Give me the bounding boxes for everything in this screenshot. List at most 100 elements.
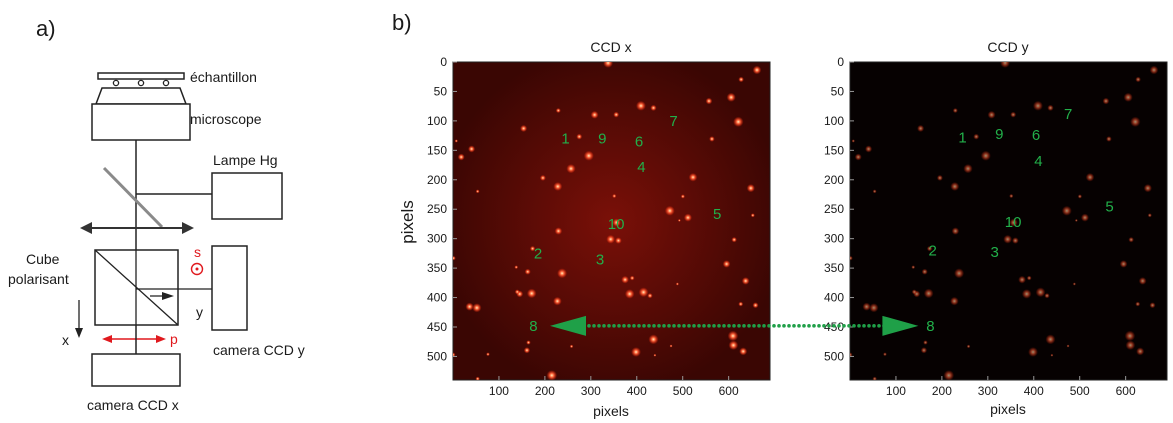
arrow-dot — [657, 324, 661, 328]
arrow-dot — [737, 324, 741, 328]
fluorescent-spot — [869, 303, 879, 313]
fluorescent-spot — [1061, 205, 1072, 216]
fluorescent-spot — [520, 124, 528, 132]
arrow-dot — [817, 324, 821, 328]
fluorescent-spot — [1028, 347, 1038, 357]
arrow-dot — [777, 324, 781, 328]
particle-marker: 2 — [534, 245, 542, 262]
fluorescent-spot — [973, 133, 980, 140]
fluorescent-spot — [728, 340, 739, 351]
fluorescent-spot — [621, 275, 629, 284]
arrow-dot — [867, 324, 871, 328]
fluorescent-spot — [987, 110, 996, 119]
arrow-dot — [642, 324, 646, 328]
fluorescent-spot — [943, 370, 955, 380]
fluorescent-spot — [1050, 353, 1054, 357]
arrow-dot — [647, 324, 651, 328]
arrow-dot — [857, 324, 861, 328]
fluorescent-spot — [731, 236, 737, 243]
fluorescent-spot — [648, 334, 659, 345]
fluorescent-spot — [553, 296, 562, 306]
particle-marker: 2 — [929, 242, 937, 259]
particle-marker: 8 — [529, 318, 537, 335]
fluorescent-spot — [1074, 218, 1078, 222]
fluorescent-spot — [529, 245, 536, 252]
arrow-dot — [767, 324, 771, 328]
fluorescent-spot — [1018, 275, 1026, 284]
fluorescent-spot — [1149, 65, 1159, 75]
arrow-dot — [652, 324, 656, 328]
panel-a: a) échantillon microscope Lampe Hg — [8, 16, 305, 413]
lens-arrow — [80, 222, 194, 234]
particle-marker: 4 — [637, 159, 645, 176]
fluorescent-spot — [911, 265, 916, 270]
fluorescent-spot — [1128, 236, 1134, 243]
arrow-dot — [742, 324, 746, 328]
fluorescent-spot — [1047, 104, 1054, 112]
fluorescent-spot — [1085, 172, 1095, 182]
panel-b-label: b) — [392, 10, 412, 35]
arrow-dot — [667, 324, 671, 328]
y-tick-label: 0 — [440, 55, 447, 69]
fluorescent-spot — [576, 133, 583, 140]
arrow-dot — [842, 324, 846, 328]
fluorescent-spot — [921, 268, 928, 275]
fluorescent-spot — [926, 245, 933, 252]
y-axis-label: y — [196, 304, 203, 320]
fluorescent-spot — [1123, 92, 1133, 102]
arrow-dot — [692, 324, 696, 328]
x-tick-label: 500 — [1070, 384, 1090, 398]
arrow-dot — [617, 324, 621, 328]
fluorescent-spot — [750, 213, 755, 218]
right-image-title: CCD y — [987, 39, 1028, 55]
x-tick-label: 100 — [886, 384, 906, 398]
fluorescent-spot — [705, 97, 713, 105]
fluorescent-spot — [615, 237, 622, 244]
polarizing-cube — [94, 249, 212, 326]
sample-stage — [97, 72, 185, 87]
arrow-head-right — [882, 315, 919, 336]
particle-marker: 7 — [669, 113, 677, 130]
dichroic-mirror — [102, 166, 164, 229]
fluorescent-spot — [631, 347, 641, 357]
y-tick-label: 400 — [427, 291, 447, 305]
fluorescent-spot — [590, 110, 599, 119]
arrow-dot — [787, 324, 791, 328]
arrow-dot — [682, 324, 686, 328]
fluorescent-spot — [546, 370, 558, 380]
y-tick-label: 250 — [824, 202, 844, 216]
microscope-shape — [91, 87, 191, 141]
fluorescent-spot — [733, 116, 744, 127]
arrow-dot — [712, 324, 716, 328]
camera-y-label: camera CCD y — [213, 342, 305, 358]
arrow-dot — [847, 324, 851, 328]
fluorescent-spot — [454, 139, 458, 143]
fluorescent-spot — [862, 302, 871, 311]
arrow-dot — [877, 324, 881, 328]
arrow-dot — [592, 324, 596, 328]
panel-b: b) pixels CCD x 050100150200250300350400… — [392, 10, 1168, 419]
fluorescent-spot — [865, 145, 873, 153]
p-polarization-arrow — [102, 335, 166, 343]
left-image-title: CCD x — [590, 39, 631, 55]
x-tick-label: 400 — [1024, 384, 1044, 398]
fluorescent-spot — [1080, 213, 1089, 222]
fluorescent-spot — [741, 277, 750, 285]
fluorescent-spot — [472, 303, 482, 313]
fluorescent-spot — [1124, 330, 1136, 342]
fluorescent-spot — [465, 302, 474, 311]
fluorescent-spot — [722, 260, 731, 268]
arrow-dot — [677, 324, 681, 328]
fluorescent-spot — [1119, 260, 1128, 268]
y-tick-label: 200 — [427, 173, 447, 187]
fluorescent-spot — [612, 193, 617, 199]
lamp-box — [211, 172, 283, 220]
y-tick-label: 150 — [824, 143, 844, 157]
fluorescent-spot — [613, 111, 620, 118]
fluorescent-spot — [1149, 302, 1156, 309]
fluorescent-spot — [1012, 237, 1019, 244]
fluorescent-spot — [524, 268, 531, 275]
fluorescent-spot — [950, 182, 960, 191]
